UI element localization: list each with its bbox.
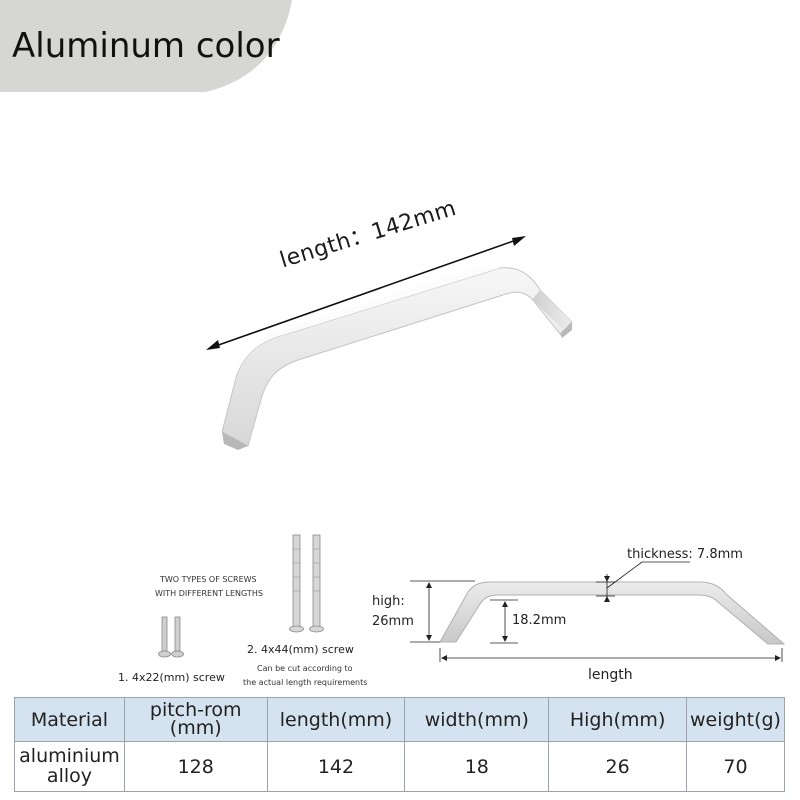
cut-note-line1: Can be cut according to — [257, 664, 353, 673]
profile-diagram — [410, 561, 786, 662]
table-header-row: Material pitch-rom(mm) length(mm) width(… — [14, 697, 785, 742]
header-pitch: pitch-rom(mm) — [123, 697, 268, 742]
handle-image — [221, 267, 573, 450]
cell-weight: 70 — [686, 741, 785, 792]
screws-note-line1: TWO TYPES OF SCREWS — [160, 575, 257, 584]
header-tab — [0, 0, 292, 92]
spec-table: Material pitch-rom(mm) length(mm) width(… — [14, 697, 785, 792]
header-length: length(mm) — [266, 697, 406, 742]
cut-note-line2: the actual length requirements — [243, 678, 368, 687]
header-high: High(mm) — [548, 697, 687, 742]
high-label-line2: 26mm — [372, 614, 414, 629]
screws-note-line2: WITH DIFFERENT LENGTHS — [155, 589, 263, 598]
high-label-line1: high: — [372, 594, 405, 609]
cell-length: 142 — [266, 741, 406, 792]
header-width: width(mm) — [404, 697, 550, 742]
inner-height-label: 18.2mm — [512, 613, 567, 628]
page-title: Aluminum color — [12, 26, 280, 66]
length-arrow — [206, 236, 526, 350]
thickness-label: thickness: 7.8mm — [627, 547, 743, 562]
diagram-length-label: length — [588, 667, 633, 683]
screw1-label: 1. 4x22(mm) screw — [118, 671, 225, 684]
cell-width: 18 — [404, 741, 550, 792]
cell-high: 26 — [548, 741, 687, 792]
screw2-label: 2. 4x44(mm) screw — [247, 643, 354, 656]
header-material: Material — [14, 697, 125, 742]
cell-pitch: 128 — [123, 741, 268, 792]
header-weight: weight(g) — [686, 697, 785, 742]
screws-image — [158, 534, 324, 658]
